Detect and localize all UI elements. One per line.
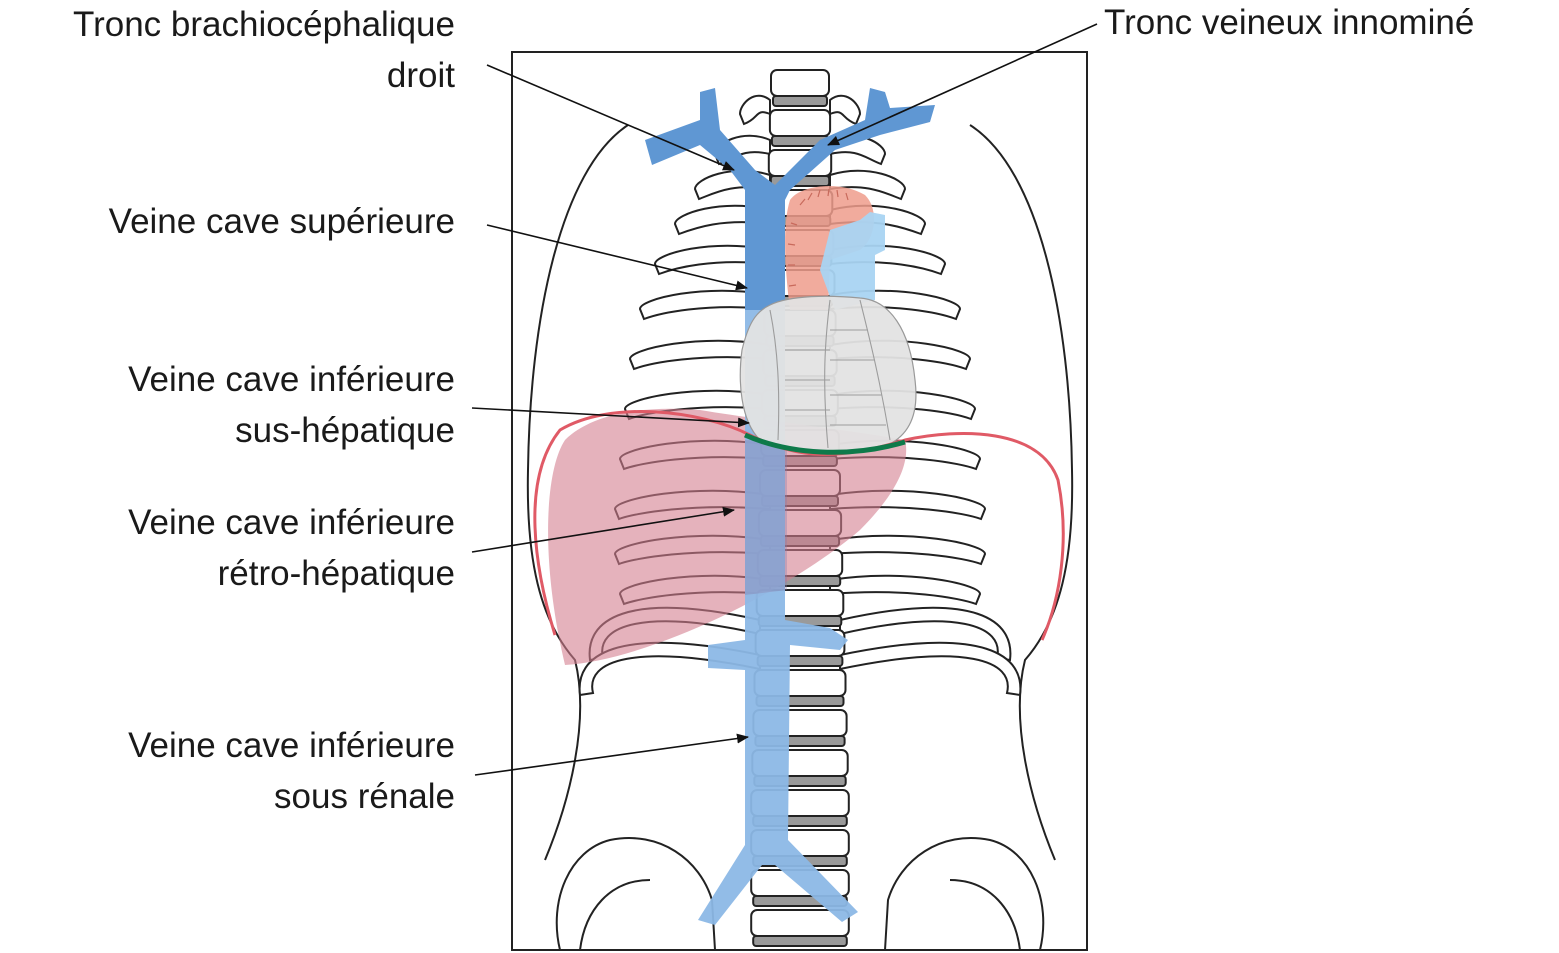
label-vci-sus-hepatique: Veine cave inférieure sus-hépatique: [128, 354, 455, 456]
superior-venous-system: [645, 88, 935, 310]
liver: [548, 408, 907, 665]
label-tronc-brachiocephalique-line2: droit: [386, 56, 455, 95]
leader-vci-sus: [471, 407, 750, 428]
vertebra-1: [770, 69, 830, 97]
heart-base-line: [743, 432, 906, 455]
label-vci-sous-renale-line2: sous rénale: [274, 777, 455, 816]
torso-outline: [526, 124, 1074, 861]
leader-vcs: [486, 224, 748, 291]
leader-lines: [471, 23, 1098, 776]
rib-right-1: [738, 94, 771, 126]
label-vci-retro-hepatique-line2: rétro-hépatique: [217, 554, 455, 593]
label-vci-retro-hepatique-line1: Veine cave inférieure: [128, 503, 455, 542]
label-tronc-brachiocephalique-line1: Tronc brachiocéphalique: [73, 5, 455, 44]
label-veine-cave-superieure-line1: Veine cave supérieure: [108, 202, 455, 241]
label-tronc-veineux-innomine: Tronc veineux innominé: [1104, 0, 1474, 48]
rib-left-12: [829, 574, 982, 606]
heart: [739, 295, 917, 452]
inferior-vena-cava: [698, 310, 858, 925]
rib-left-1: [829, 94, 862, 126]
label-vci-sous-renale-line1: Veine cave inférieure: [128, 726, 455, 765]
label-veine-cave-superieure: Veine cave supérieure: [109, 196, 455, 247]
rib-right-6: [638, 289, 771, 321]
label-vci-sus-hepatique-line2: sus-hépatique: [235, 411, 455, 450]
label-vci-retro-hepatique: Veine cave inférieure rétro-hépatique: [128, 497, 455, 599]
vertebra-2: [768, 109, 832, 137]
pelvis-outline: [555, 837, 1045, 951]
leader-brachio: [486, 64, 735, 171]
leader-vci-sous: [474, 733, 749, 776]
ivc-overlap-shade: [745, 440, 787, 595]
label-vci-sous-renale: Veine cave inférieure sous rénale: [128, 720, 455, 822]
figure-frame: [511, 51, 1088, 951]
leader-innomine: [827, 23, 1098, 146]
leader-vci-retro: [471, 506, 735, 553]
rib-left-11: [829, 534, 987, 566]
label-tronc-brachiocephalique: Tronc brachiocéphalique droit: [73, 0, 455, 101]
intervertebral-disc-1: [772, 95, 828, 107]
aortic-arch-texture: [787, 188, 849, 287]
rib-right-5: [653, 244, 771, 276]
intervertebral-disc-22: [752, 935, 848, 947]
floating-rib-left-2: [839, 641, 1022, 697]
pulmonary-trunk: [820, 212, 885, 310]
label-tronc-veineux-innomine-line1: Tronc veineux innominé: [1104, 3, 1475, 42]
label-vci-sus-hepatique-line1: Veine cave inférieure: [128, 360, 455, 399]
rib-right-7: [628, 339, 771, 371]
rib-left-3: [829, 169, 907, 201]
